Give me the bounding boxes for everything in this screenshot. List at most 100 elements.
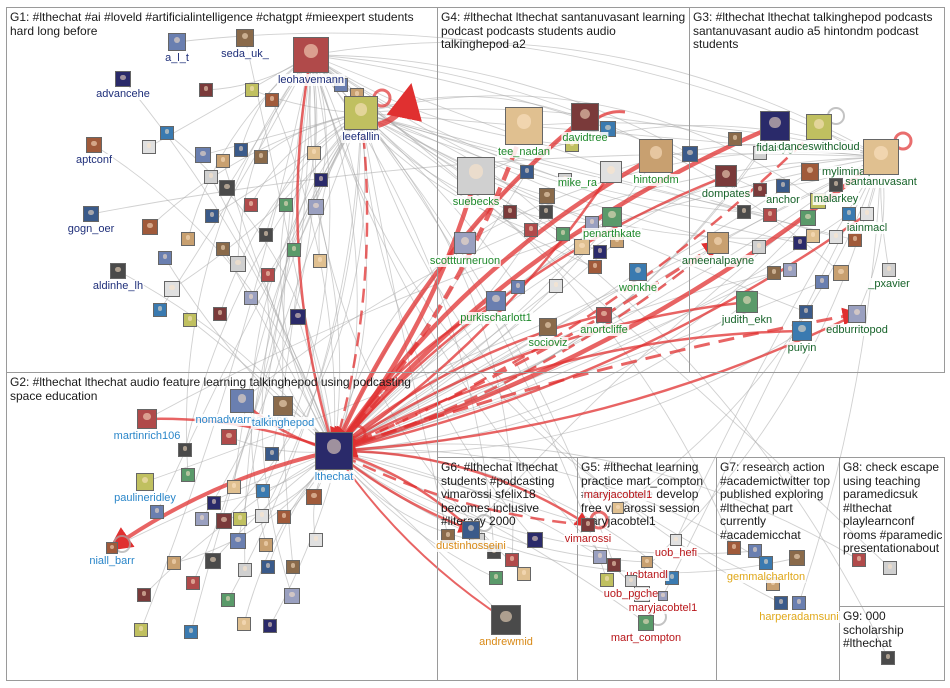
node-label-hintondm[interactable]: hintondm bbox=[632, 174, 680, 186]
node-avatar[interactable] bbox=[290, 309, 306, 325]
node-avatar[interactable] bbox=[230, 533, 246, 549]
node-avatar-puiyin[interactable] bbox=[792, 321, 812, 341]
node-avatar[interactable] bbox=[789, 550, 805, 566]
node-avatar[interactable] bbox=[244, 291, 258, 305]
node-avatar-maryjacobtel1[interactable] bbox=[658, 591, 668, 601]
node-label-dustinhosseini[interactable]: dustinhosseini bbox=[435, 540, 507, 552]
node-label-talkinghepod[interactable]: talkinghepod bbox=[250, 417, 316, 429]
node-avatar[interactable] bbox=[238, 563, 252, 577]
node-avatar[interactable] bbox=[524, 223, 538, 237]
node-avatar[interactable] bbox=[728, 132, 742, 146]
node-avatar[interactable] bbox=[227, 480, 241, 494]
node-avatar-purkischarlott1[interactable] bbox=[486, 291, 506, 311]
node-avatar-aldinhe-lh[interactable] bbox=[110, 263, 126, 279]
node-avatar[interactable] bbox=[748, 544, 762, 558]
node-label-iainmacl[interactable]: iainmacl bbox=[845, 222, 889, 234]
node-label-ameenalpayne[interactable]: ameenalpayne bbox=[680, 255, 756, 267]
node-avatar[interactable] bbox=[164, 281, 180, 297]
node-avatar[interactable] bbox=[727, 541, 741, 555]
node-avatar[interactable] bbox=[539, 188, 555, 204]
node-avatar[interactable] bbox=[181, 232, 195, 246]
node-avatar[interactable] bbox=[265, 93, 279, 107]
node-avatar[interactable] bbox=[511, 280, 525, 294]
node-avatar[interactable] bbox=[204, 170, 218, 184]
node-avatar[interactable] bbox=[600, 573, 614, 587]
node-avatar[interactable] bbox=[774, 596, 788, 610]
node-avatar-socioviz[interactable] bbox=[539, 318, 557, 336]
node-avatar[interactable] bbox=[134, 623, 148, 637]
node-avatar-suebecks[interactable] bbox=[457, 157, 495, 195]
node-label-scottturneruon[interactable]: scottturneruon bbox=[428, 255, 502, 267]
node-avatar[interactable] bbox=[186, 576, 200, 590]
node-avatar[interactable] bbox=[153, 303, 167, 317]
node-avatar[interactable] bbox=[199, 83, 213, 97]
node-avatar-scottturneruon[interactable] bbox=[454, 232, 476, 254]
node-label-dompates[interactable]: dompates bbox=[700, 188, 752, 200]
node-avatar[interactable] bbox=[160, 126, 174, 140]
node-avatar[interactable] bbox=[593, 245, 607, 259]
node-avatar-iainmacl[interactable] bbox=[860, 207, 874, 221]
node-avatar-lthechat[interactable] bbox=[315, 432, 353, 470]
node-avatar[interactable] bbox=[183, 313, 197, 327]
node-label-purkischarlott1[interactable]: purkischarlott1 bbox=[459, 312, 533, 324]
node-avatar[interactable] bbox=[829, 230, 843, 244]
node-avatar[interactable] bbox=[261, 268, 275, 282]
node-avatar[interactable] bbox=[309, 533, 323, 547]
node-avatar[interactable] bbox=[195, 512, 209, 526]
node-avatar[interactable] bbox=[737, 205, 751, 219]
node-avatar[interactable] bbox=[178, 443, 192, 457]
node-avatar-vimarossi[interactable] bbox=[581, 518, 595, 532]
node-label-aptconf[interactable]: aptconf bbox=[74, 154, 114, 166]
node-avatar[interactable] bbox=[848, 233, 862, 247]
node-avatar[interactable] bbox=[284, 588, 300, 604]
node-label-maryjacobtel1[interactable]: maryjacobtel1 bbox=[627, 602, 699, 614]
node-avatar[interactable] bbox=[593, 550, 607, 564]
node-avatar[interactable] bbox=[195, 147, 211, 163]
node-avatar-nomadwarmachine[interactable] bbox=[230, 389, 254, 413]
node-label-malarkey[interactable]: malarkey bbox=[812, 193, 860, 205]
node-avatar[interactable] bbox=[259, 228, 273, 242]
node-label-wonkhe[interactable]: wonkhe bbox=[618, 282, 658, 294]
node-avatar[interactable] bbox=[221, 429, 237, 445]
node-avatar[interactable] bbox=[142, 219, 158, 235]
node-avatar-talkinghepod[interactable] bbox=[273, 396, 293, 416]
node-avatar-aptconf[interactable] bbox=[86, 137, 102, 153]
node-avatar[interactable] bbox=[216, 513, 232, 529]
node-avatar[interactable] bbox=[883, 561, 897, 575]
node-avatar-andrewmid[interactable] bbox=[491, 605, 521, 635]
node-avatar-anortcliffe[interactable] bbox=[596, 307, 612, 323]
node-avatar-wonkhe[interactable] bbox=[629, 263, 647, 281]
node-avatar[interactable] bbox=[574, 239, 590, 255]
node-avatar-fidaisyg[interactable] bbox=[760, 111, 790, 141]
node-avatar[interactable] bbox=[767, 266, 781, 280]
node-label-anortcliffe[interactable]: anortcliffe bbox=[579, 324, 629, 336]
node-avatar[interactable] bbox=[799, 305, 813, 319]
node-avatar-maryjacobtel1-top[interactable] bbox=[612, 502, 624, 514]
node-avatar-tee-nadan[interactable] bbox=[505, 107, 543, 145]
node-avatar[interactable] bbox=[213, 307, 227, 321]
node-avatar[interactable] bbox=[842, 207, 856, 221]
node-avatar[interactable] bbox=[221, 593, 235, 607]
node-avatar[interactable] bbox=[607, 558, 621, 572]
node-avatar[interactable] bbox=[308, 199, 324, 215]
node-avatar[interactable] bbox=[205, 209, 219, 223]
node-label-advancehe[interactable]: advancehe bbox=[95, 88, 151, 100]
node-avatar[interactable] bbox=[216, 154, 230, 168]
node-avatar[interactable] bbox=[219, 180, 235, 196]
node-label-niall-barr[interactable]: niall_barr bbox=[88, 555, 136, 567]
node-avatar[interactable] bbox=[277, 510, 291, 524]
node-label-mart-compton[interactable]: mart_compton bbox=[609, 632, 683, 644]
node-avatar-penarthkate[interactable] bbox=[602, 207, 622, 227]
node-avatar[interactable] bbox=[753, 183, 767, 197]
node-avatar[interactable] bbox=[205, 553, 221, 569]
node-avatar[interactable] bbox=[184, 625, 198, 639]
node-avatar[interactable] bbox=[682, 146, 698, 162]
node-avatar[interactable] bbox=[142, 140, 156, 154]
node-avatar[interactable] bbox=[233, 512, 247, 526]
node-avatar[interactable] bbox=[286, 560, 300, 574]
node-avatar[interactable] bbox=[763, 208, 777, 222]
node-avatar[interactable] bbox=[852, 553, 866, 567]
node-label-andrewmid[interactable]: andrewmid bbox=[478, 636, 534, 648]
node-avatar[interactable] bbox=[505, 553, 519, 567]
node-avatar[interactable] bbox=[306, 489, 322, 505]
